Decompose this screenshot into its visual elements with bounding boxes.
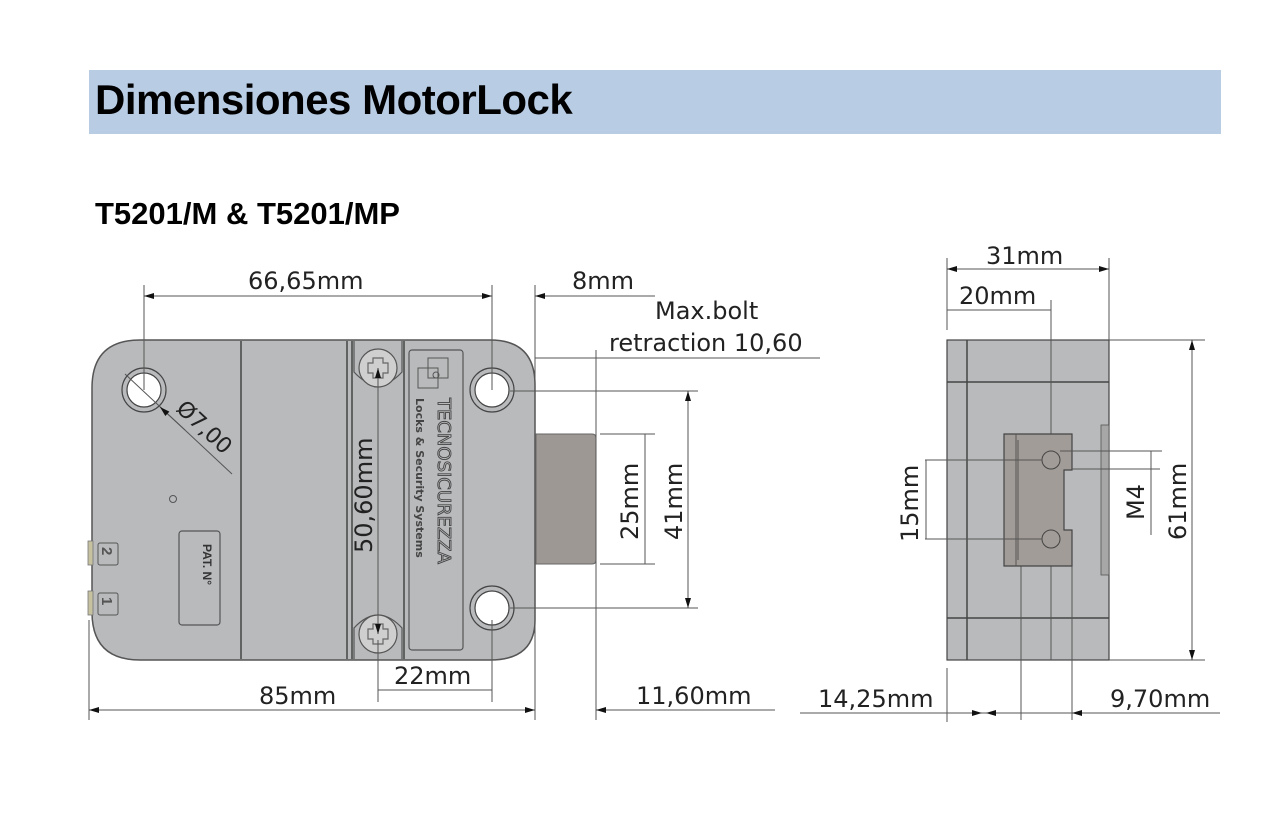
patent-plate	[178, 530, 221, 626]
dim-hole-spacing-vertical: 41mm	[660, 463, 688, 540]
dim-depth-total: 31mm	[986, 242, 1063, 270]
patent-label: PAT. N°	[200, 544, 214, 585]
dim-bolt-extension: 11,60mm	[636, 682, 751, 710]
side-bracket	[1003, 433, 1073, 567]
brand-plate	[408, 349, 464, 651]
brand-tagline: Locks & Security Systems	[413, 398, 426, 558]
lock-body	[91, 339, 536, 661]
connector-tab	[87, 590, 94, 616]
connector-tab	[87, 540, 94, 566]
dim-depth-to-screw: 20mm	[959, 282, 1036, 310]
connector-1-label: 1	[98, 597, 115, 605]
dim-offset-left: 14,25mm	[818, 685, 933, 713]
dim-height: 61mm	[1164, 463, 1192, 540]
dim-bolt-height: 25mm	[616, 463, 644, 540]
dim-bolt-offset: 8mm	[572, 267, 634, 295]
brand-name: TECNOSICUREZZA	[433, 397, 454, 565]
dim-screw-offset: 22mm	[394, 662, 471, 690]
dim-screw-spacing: 15mm	[896, 465, 924, 542]
dim-offset-right: 9,70mm	[1110, 685, 1210, 713]
connector-2-label: 2	[98, 547, 115, 555]
dim-screw-spacing-vertical: 50,60mm	[350, 438, 378, 553]
page-title: Dimensiones MotorLock	[95, 76, 573, 123]
connector-1-box	[97, 592, 119, 616]
side-view: 31mm 20mm 15mm M4 61mm 14,25mm 9,70mm	[800, 242, 1220, 722]
dim-max-bolt-line2: retraction 10,60	[609, 329, 803, 357]
title-banner: Dimensiones MotorLock	[89, 70, 1221, 134]
dim-hole-spacing-horizontal: 66,65mm	[248, 267, 363, 295]
dim-body-width: 85mm	[259, 682, 336, 710]
model-subtitle: T5201/M & T5201/MP	[95, 196, 400, 231]
connector-2-box	[97, 542, 119, 566]
brand-logo-icon	[417, 357, 449, 389]
front-view: TECNOSICUREZZA Locks & Security Systems …	[87, 267, 820, 720]
dim-thread: M4	[1122, 484, 1150, 520]
thread-hole	[1041, 450, 1061, 470]
indicator-hole	[169, 495, 177, 503]
thread-hole	[1041, 529, 1061, 549]
side-flange	[1100, 424, 1110, 576]
bolt	[535, 433, 597, 565]
dim-max-bolt-line1: Max.bolt	[655, 297, 758, 325]
